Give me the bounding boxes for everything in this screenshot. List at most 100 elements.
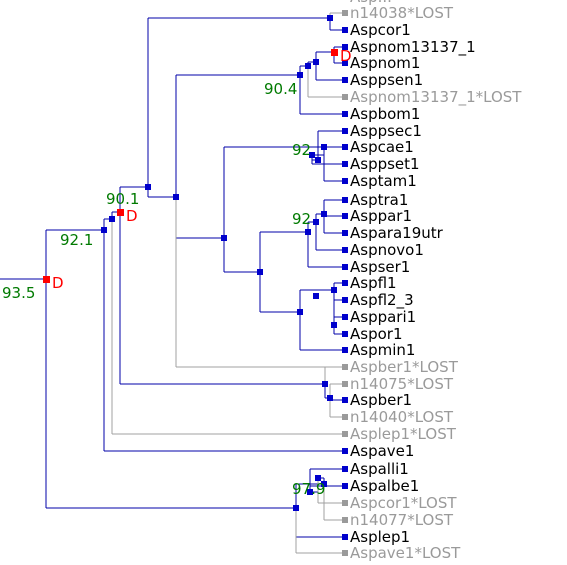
leaf-node-marker: [342, 197, 348, 203]
tree-node-marker: [297, 309, 303, 315]
leaf-node-marker: [342, 517, 348, 523]
tree-node-marker: [313, 59, 319, 65]
duplication-label: D: [52, 274, 64, 292]
leaf-node-marker: [342, 331, 348, 337]
leaf-label: Asplep1*LOST: [350, 425, 457, 443]
leaf-label: Aspcor1: [350, 21, 411, 39]
leaf-label: Asp...: [350, 0, 392, 6]
support-value: 92: [292, 141, 311, 159]
support-value: 90.4: [264, 80, 297, 98]
leaf-label: Aspor1: [350, 325, 403, 343]
tree-node-marker: [331, 322, 337, 328]
leaf-node-marker: [342, 77, 348, 83]
leaf-node-marker: [342, 280, 348, 286]
duplication-node: [43, 276, 50, 283]
support-value: 93.5: [2, 284, 35, 302]
leaf-label: n14038*LOST: [350, 4, 454, 22]
leaf-node-marker: [342, 264, 348, 270]
leaf-node-marker: [342, 111, 348, 117]
duplication-node: [331, 49, 338, 56]
tree-node-marker: [221, 235, 227, 241]
support-value: 97.9: [292, 480, 325, 498]
leaf-label: Aspfl2_3: [350, 291, 414, 310]
tree-node-marker: [109, 216, 115, 222]
leaf-node-marker: [342, 230, 348, 236]
duplication-node: [117, 209, 124, 216]
tree-node-marker: [327, 15, 333, 21]
tree-node-marker: [321, 144, 327, 150]
leaf-label: n14077*LOST: [350, 511, 454, 529]
tree-node-marker: [315, 475, 321, 481]
leaf-label: Asptra1: [350, 191, 408, 209]
tree-node-marker: [307, 489, 313, 495]
tree-node-marker: [315, 157, 321, 163]
leaf-node-marker: [342, 44, 348, 50]
leaf-label: n14040*LOST: [350, 408, 454, 426]
leaf-node-marker: [342, 364, 348, 370]
leaf-label: Aspnovo1: [350, 241, 424, 259]
leaf-node-marker: [342, 314, 348, 320]
leaf-node-marker: [342, 534, 348, 540]
leaf-label: Aspara19utr: [350, 224, 444, 242]
leaf-node-marker: [342, 397, 348, 403]
leaf-node-marker: [342, 550, 348, 556]
tree-node-marker: [327, 395, 333, 401]
leaf-label: Asptam1: [350, 172, 417, 190]
leaf-node-marker: [342, 347, 348, 353]
leaf-label: Aspser1: [350, 258, 410, 276]
leaf-node-marker: [342, 178, 348, 184]
leaf-label: Asppari1: [350, 308, 416, 326]
tree-node-marker: [313, 293, 319, 299]
leaf-label: Aspalli1: [350, 460, 409, 478]
leaf-label: n14075*LOST: [350, 375, 454, 393]
leaf-label: Aspber1: [350, 391, 412, 409]
support-value: 90.1: [106, 190, 139, 208]
duplication-label: D: [340, 47, 352, 65]
tree-node-marker: [309, 152, 315, 158]
support-value: 92.1: [60, 231, 93, 249]
tree-node-marker: [297, 72, 303, 78]
leaf-label: Aspnom13137_1*LOST: [350, 88, 522, 107]
tree-node-marker: [145, 184, 151, 190]
leaf-label: Aspmin1: [350, 341, 415, 359]
tree-node-marker: [322, 381, 328, 387]
leaf-label: Aspber1*LOST: [350, 358, 459, 376]
leaf-node-marker: [342, 483, 348, 489]
leaf-label: Asppsen1: [350, 71, 423, 89]
tree-node-marker: [331, 287, 337, 293]
leaf-label: Aspave1: [350, 442, 414, 460]
leaf-node-marker: [342, 297, 348, 303]
leaf-label: Aspave1*LOST: [350, 544, 461, 562]
leaf-node-marker: [342, 10, 348, 16]
leaf-label: Aspalbe1: [350, 477, 419, 495]
tree-node-marker: [101, 227, 107, 233]
tree-node-marker: [293, 505, 299, 511]
tree-node-marker: [173, 194, 179, 200]
leaf-node-marker: [342, 128, 348, 134]
leaf-node-marker: [342, 213, 348, 219]
leaf-node-marker: [342, 466, 348, 472]
tree-node-marker: [257, 269, 263, 275]
leaf-node-marker: [342, 27, 348, 33]
leaf-node-marker: [342, 414, 348, 420]
leaf-node-marker: [342, 247, 348, 253]
leaf-node-marker: [342, 381, 348, 387]
leaf-label: Aspnom13137_1: [350, 38, 476, 57]
leaf-label: Asppar1: [350, 207, 412, 225]
tree-node-marker: [313, 219, 319, 225]
leaf-label: Asplep1: [350, 528, 410, 546]
leaf-node-marker: [342, 448, 348, 454]
leaf-node-marker: [342, 60, 348, 66]
leaf-label: Aspnom1: [350, 54, 420, 72]
tree-node-marker: [321, 211, 327, 217]
tree-node-marker: [321, 481, 327, 487]
tree-node-marker: [305, 229, 311, 235]
leaf-label: Aspfl1: [350, 274, 397, 292]
leaf-label: Aspcor1*LOST: [350, 494, 457, 512]
leaf-label: Aspbom1: [350, 105, 420, 123]
duplication-label: D: [126, 207, 138, 225]
leaf-label: Asppset1: [350, 155, 420, 173]
leaf-node-marker: [342, 144, 348, 150]
